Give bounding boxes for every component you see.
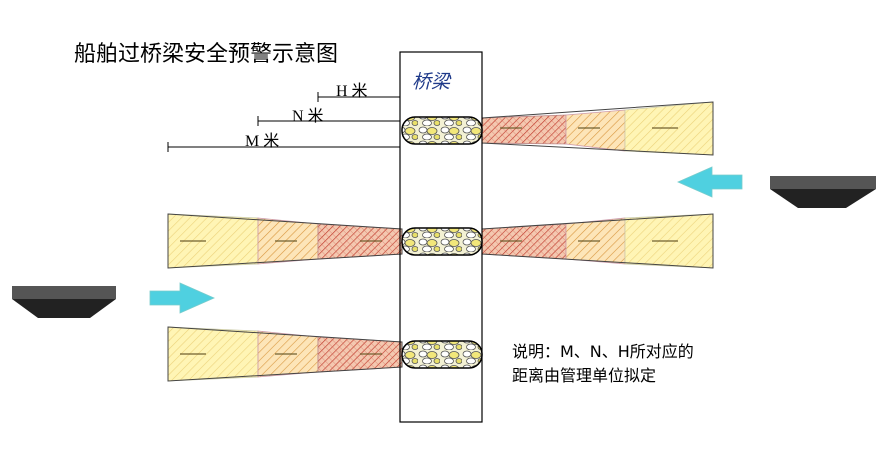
warning-zones-bottom-left bbox=[167, 326, 403, 382]
bridge-label: 桥梁 bbox=[412, 71, 451, 93]
ship-right-icon bbox=[770, 176, 876, 208]
arrow-left-icon bbox=[677, 166, 743, 198]
warning-zones-middle-right bbox=[481, 213, 714, 269]
m-distance-label: M 米 bbox=[245, 133, 280, 150]
bridge-pier-top bbox=[401, 116, 483, 145]
bridge-pier-bottom bbox=[401, 340, 483, 369]
near-warning-zone bbox=[481, 223, 567, 260]
mid-warning-zone bbox=[565, 109, 626, 152]
note-line-2: 距离由管理单位拟定 bbox=[512, 366, 657, 385]
ship-left-icon bbox=[12, 286, 116, 318]
note-text: 说明：M、N、H所对应的 距离由管理单位拟定 bbox=[512, 340, 694, 388]
near-warning-zone bbox=[481, 114, 567, 145]
diagram-title: 船舶过桥梁安全预警示意图 bbox=[74, 42, 339, 67]
h-distance-label: H 米 bbox=[336, 83, 368, 100]
zone-text-marks bbox=[180, 127, 678, 355]
arrow-right-icon bbox=[149, 282, 215, 314]
bridge-pier-middle bbox=[401, 227, 483, 256]
note-line-1: 说明：M、N、H所对应的 bbox=[512, 342, 694, 361]
dimension-lines bbox=[167, 92, 400, 152]
